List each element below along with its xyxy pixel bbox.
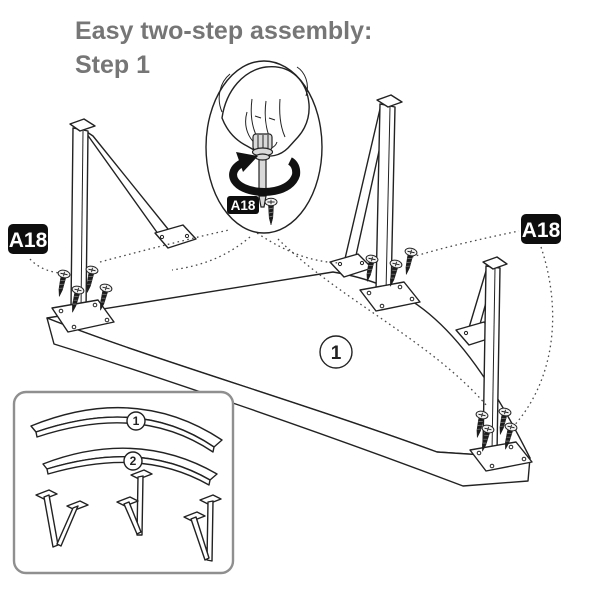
leader-screws-to-callout-left: [99, 229, 230, 263]
middle-leg-foot-cap: [376, 94, 403, 108]
right-leg-mount-plate: [469, 441, 533, 472]
inset-leg-middle: [116, 469, 153, 536]
right-part-tag-label: A18: [522, 219, 561, 242]
title-line-1: Easy two-step assembly:: [75, 17, 373, 45]
inset-leg-left: [35, 489, 89, 548]
inset-panel-1: 1: [30, 406, 223, 453]
detail-part-tag: [227, 196, 259, 214]
leader-lines: [29, 229, 554, 429]
leader-middle-screws-to-right-tag: [411, 230, 520, 258]
right-leg: [455, 256, 533, 472]
left-leg-brace: [83, 129, 177, 246]
right-part-tag: A18: [521, 214, 561, 244]
desk-edge-band: [46, 317, 531, 487]
desk-panel: [46, 271, 531, 487]
left-part-tag: A18: [8, 224, 48, 254]
inset-panel-1-number: 1: [133, 414, 140, 428]
inset-panel-2-number: 2: [130, 454, 137, 468]
parts-inset: 1 2: [12, 390, 235, 575]
left-leg-foot-cap: [69, 118, 96, 132]
inset-leg-right: [183, 494, 222, 562]
left-part-tag-label: A18: [9, 229, 48, 252]
inset-panel-2: 2: [42, 447, 218, 486]
desk-panel-callout: 1: [319, 335, 353, 369]
left-leg-brace-plate: [154, 224, 197, 249]
middle-leg-mount-plate: [359, 281, 421, 312]
middle-leg: [329, 94, 421, 312]
right-leg-foot-cap: [482, 256, 508, 270]
left-leg-mount-plate: [51, 299, 115, 333]
left-leg: [51, 118, 197, 333]
detail-callout: A18: [205, 60, 323, 234]
left-leg-post: [70, 127, 89, 312]
page-title: Easy two-step assembly: Step 1: [75, 14, 372, 82]
desk-panel-number: 1: [331, 343, 342, 364]
leader-callout-to-middle-screws: [256, 232, 341, 264]
title-line-2: Step 1: [75, 51, 151, 79]
leader-right-tag-to-screws: [511, 246, 554, 429]
detail-part-tag-label: A18: [231, 198, 256, 213]
leader-left-tag-to-screws: [29, 258, 61, 274]
rotate-arrow-icon: [229, 152, 301, 196]
